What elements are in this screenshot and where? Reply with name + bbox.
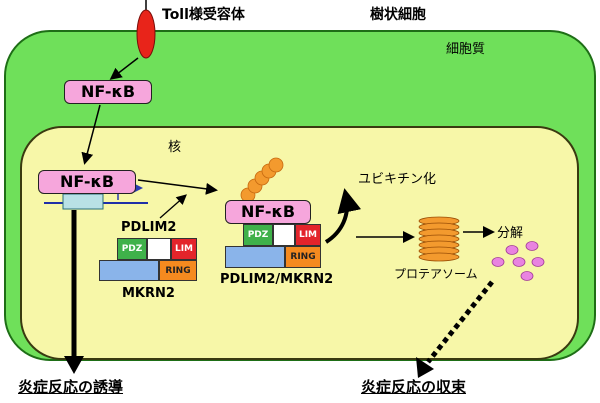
ubiquitination-arrow: [324, 188, 362, 244]
ring-domain-complex: RING: [285, 246, 321, 268]
lim-domain-left: LIM: [171, 238, 197, 260]
pdz-domain-complex: PDZ: [243, 224, 273, 246]
dendritic-cell-label: 樹状細胞: [370, 7, 426, 23]
nfkb-nucleus: NF-κB: [38, 170, 136, 194]
proteasome-icon: [418, 216, 460, 262]
induction-arrowhead: [64, 356, 84, 374]
degradation-label: 分解: [497, 226, 524, 241]
pdlim2-linker-left: [147, 238, 171, 260]
complex-label: PDLIM2/MKRN2: [220, 272, 334, 287]
nfkb-cytoplasm: NF-κB: [64, 80, 152, 104]
arrow-nfkb-to-complex: [137, 179, 218, 195]
mkrn2-body-complex: [225, 246, 285, 268]
promoter-element: [62, 193, 104, 210]
resolution-label: 炎症反応の収束: [361, 378, 467, 396]
ring-domain-left: RING: [159, 260, 197, 281]
cytoplasm-label: 細胞質: [446, 42, 486, 57]
degraded-fragments: [491, 241, 545, 281]
ubiquitin-5: [268, 157, 284, 173]
nfkb-bound: NF-κB: [225, 200, 311, 224]
arrow-gene-to-pdlim2: [159, 194, 187, 219]
mkrn2-body-left: [99, 260, 159, 281]
mkrn2-label: MKRN2: [122, 286, 175, 301]
pdlim2-linker-complex: [273, 224, 295, 246]
pdz-domain-left: PDZ: [117, 238, 147, 260]
toll-receptor-shape: [136, 9, 156, 59]
proteasome-label: プロテアソーム: [394, 267, 478, 281]
lim-domain-complex: LIM: [295, 224, 321, 246]
induction-label: 炎症反応の誘導: [18, 378, 124, 396]
pdlim2-label: PDLIM2: [121, 220, 177, 235]
nucleus-label: 核: [168, 140, 182, 155]
resolution-arrow: [426, 280, 494, 364]
arrow-receptor-to-nfkb: [109, 57, 139, 80]
resolution-arrowhead: [416, 357, 434, 378]
arrow-nfkb-translocation: [81, 104, 101, 165]
toll-receptor-label: Toll様受容体: [162, 7, 245, 23]
ubiquitination-label: ユビキチン化: [358, 172, 437, 187]
